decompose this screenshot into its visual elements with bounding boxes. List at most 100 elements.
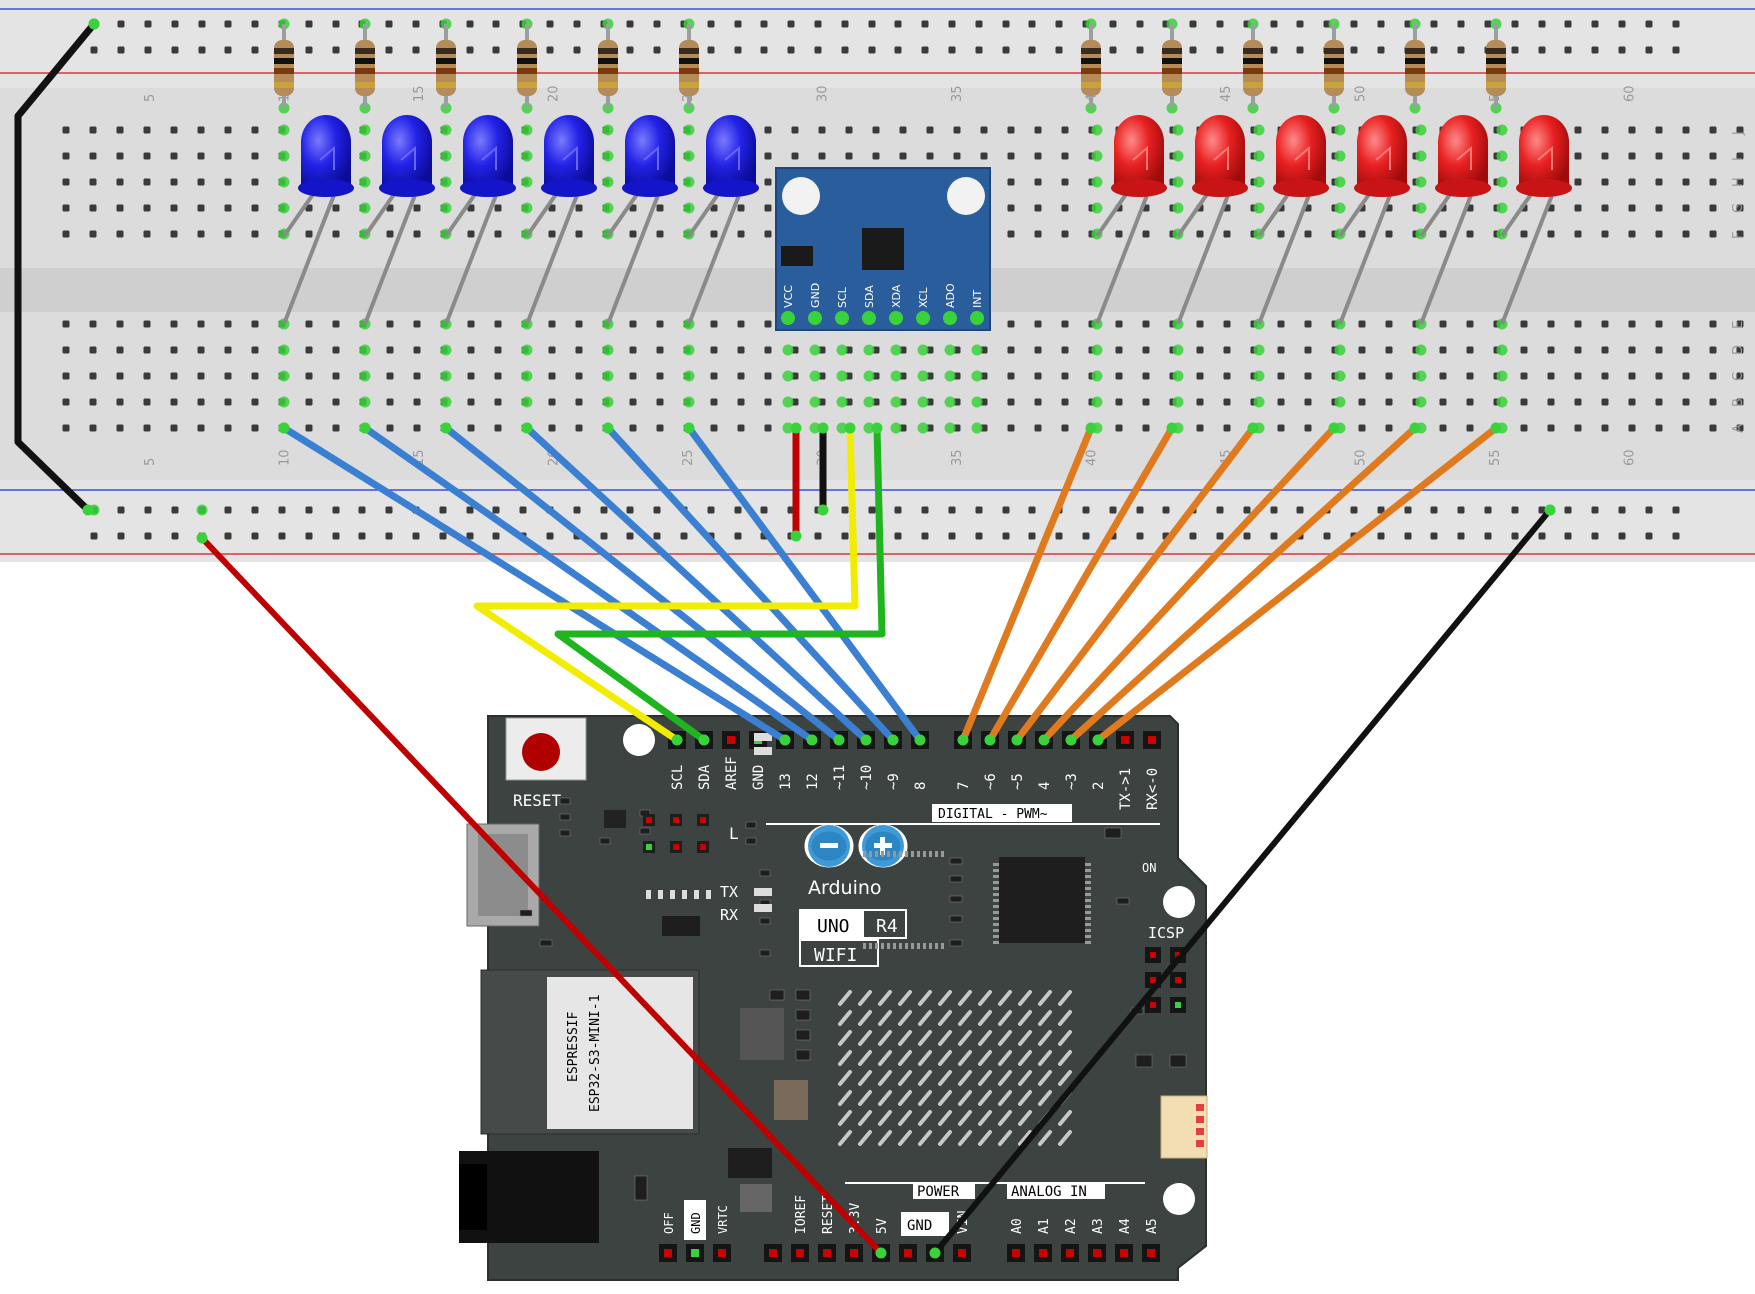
hole bbox=[1547, 346, 1555, 354]
hole bbox=[1520, 424, 1528, 432]
mcu-pin bbox=[993, 875, 999, 878]
hole bbox=[626, 46, 634, 54]
matrix-led bbox=[1038, 1010, 1052, 1026]
led-dome bbox=[382, 115, 432, 188]
hole bbox=[62, 152, 70, 160]
matrix-led bbox=[1018, 1030, 1032, 1046]
status-led-dot bbox=[700, 817, 706, 823]
led-blue bbox=[703, 115, 759, 197]
hole bbox=[1243, 532, 1251, 540]
hole bbox=[764, 346, 772, 354]
hole bbox=[1682, 372, 1690, 380]
connected-hole bbox=[521, 202, 533, 214]
connected-hole bbox=[890, 396, 902, 408]
mcu-pin bbox=[1085, 917, 1091, 920]
hole bbox=[1404, 20, 1412, 28]
resistor bbox=[1486, 24, 1506, 108]
led-leg bbox=[363, 188, 399, 238]
hole bbox=[1574, 204, 1582, 212]
wire-end bbox=[1166, 422, 1178, 434]
led-dome bbox=[1438, 115, 1488, 188]
mcu-pin bbox=[929, 943, 932, 949]
power-pin-label: IOREF bbox=[794, 1195, 809, 1234]
matrix-led bbox=[958, 990, 972, 1006]
hole bbox=[251, 126, 259, 134]
hole bbox=[546, 532, 554, 540]
hole bbox=[653, 20, 661, 28]
matrix-led bbox=[1018, 1050, 1032, 1066]
hole bbox=[975, 20, 983, 28]
matrix-led bbox=[898, 1030, 912, 1046]
hole bbox=[1304, 398, 1312, 406]
connected-hole bbox=[1253, 344, 1265, 356]
hole bbox=[1142, 424, 1150, 432]
resistor bbox=[1324, 24, 1344, 108]
hole bbox=[251, 152, 259, 160]
hole bbox=[144, 46, 152, 54]
matrix-led bbox=[898, 1130, 912, 1146]
hole bbox=[1082, 506, 1090, 514]
connected-hole bbox=[1415, 344, 1427, 356]
hole bbox=[1061, 372, 1069, 380]
led-matrix bbox=[838, 990, 1072, 1146]
led-dome bbox=[301, 115, 351, 188]
column-number: 60 bbox=[1623, 85, 1638, 102]
matrix-led bbox=[918, 1110, 932, 1126]
connected-hole bbox=[1253, 150, 1265, 162]
connected-hole bbox=[1091, 202, 1103, 214]
wire-end bbox=[833, 734, 845, 746]
wire-end bbox=[957, 734, 969, 746]
reset-button-cap[interactable] bbox=[522, 733, 560, 771]
led-legs-pair bbox=[1500, 188, 1556, 325]
wire-end bbox=[88, 18, 100, 30]
mount-hole bbox=[1163, 1183, 1195, 1215]
connected-hole bbox=[1496, 396, 1508, 408]
matrix-led bbox=[918, 990, 932, 1006]
resistor-band bbox=[598, 68, 618, 74]
hole bbox=[1457, 506, 1465, 514]
wire-end bbox=[806, 734, 818, 746]
icsp-label: ICSP bbox=[1148, 924, 1184, 942]
hole bbox=[494, 424, 502, 432]
hole bbox=[1672, 46, 1680, 54]
resistor-band bbox=[355, 58, 375, 64]
hole bbox=[656, 230, 664, 238]
hole bbox=[818, 398, 826, 406]
connected-hole bbox=[1334, 150, 1346, 162]
hole bbox=[494, 230, 502, 238]
hole bbox=[1574, 372, 1582, 380]
icsp-pin-hole bbox=[1150, 977, 1156, 983]
hole bbox=[1574, 398, 1582, 406]
hole bbox=[1007, 424, 1015, 432]
pad bbox=[646, 890, 651, 899]
resistor-band bbox=[355, 82, 375, 88]
matrix-led bbox=[938, 990, 952, 1006]
led-base bbox=[1435, 179, 1491, 197]
hole bbox=[948, 46, 956, 54]
hole bbox=[413, 372, 421, 380]
hole bbox=[1196, 320, 1204, 328]
matrix-led bbox=[918, 1090, 932, 1106]
header-label: ~6 bbox=[983, 773, 999, 790]
mcu-pin bbox=[887, 943, 890, 949]
wifi-box bbox=[799, 939, 879, 967]
hole bbox=[1223, 398, 1231, 406]
resistor-band bbox=[598, 82, 618, 88]
analog-pin-label: A2 bbox=[1064, 1218, 1079, 1234]
connected-hole bbox=[1415, 150, 1427, 162]
hole bbox=[1439, 346, 1447, 354]
hole bbox=[656, 424, 664, 432]
connected-hole bbox=[944, 370, 956, 382]
hole bbox=[251, 178, 259, 186]
matrix-led bbox=[998, 1030, 1012, 1046]
hole bbox=[1628, 204, 1636, 212]
hole bbox=[1216, 506, 1224, 514]
connected-hole bbox=[440, 344, 452, 356]
hole bbox=[116, 178, 124, 186]
sensor-pin bbox=[781, 311, 795, 325]
hole bbox=[305, 320, 313, 328]
hole bbox=[575, 346, 583, 354]
connected-hole bbox=[782, 422, 794, 434]
hole bbox=[845, 398, 853, 406]
hole bbox=[1628, 126, 1636, 134]
